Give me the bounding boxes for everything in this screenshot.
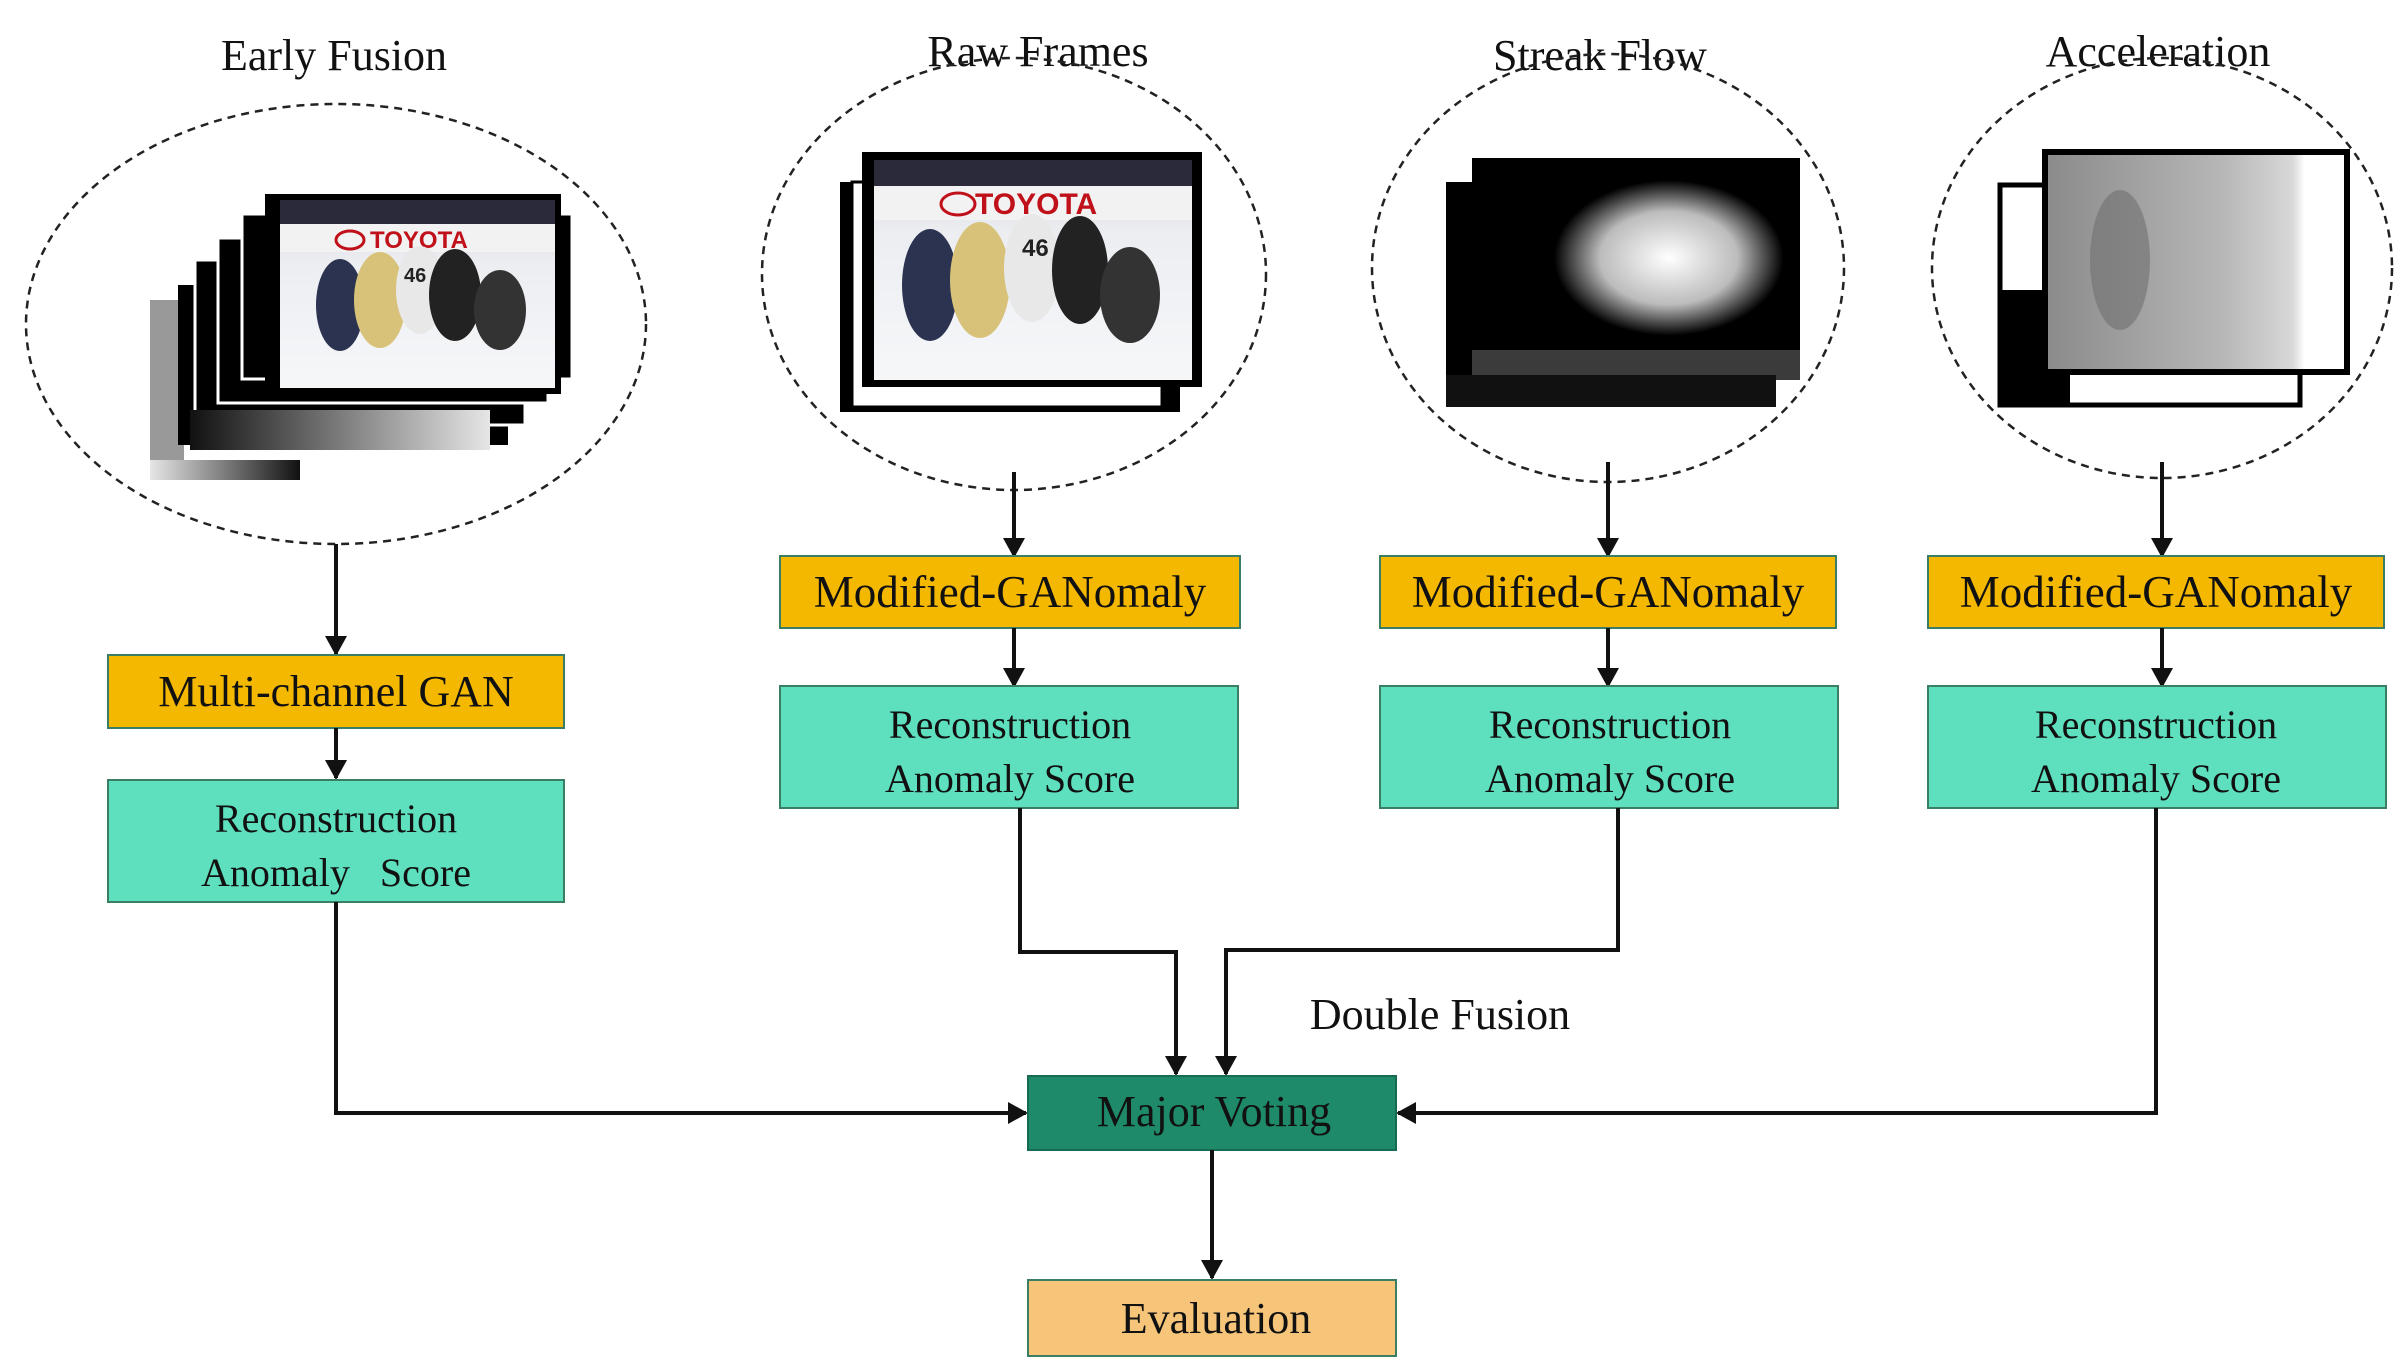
- early-fusion-model-label: Multi-channel GAN: [158, 667, 514, 716]
- streak-flow-frame-stack: [1446, 158, 1800, 407]
- streak-flow-title: Streak Flow: [1493, 31, 1707, 80]
- streak-flow-model-box: Modified-GANomaly: [1379, 555, 1837, 629]
- raw-frames-jersey-number: 46: [1022, 235, 1049, 262]
- double-fusion-label: Double Fusion: [1310, 990, 1570, 1039]
- acceleration-frame-stack: [1997, 149, 2350, 408]
- early-fusion-score-box: Reconstruction Anomaly Score: [107, 779, 565, 903]
- major-voting-label: Major Voting: [1097, 1087, 1331, 1136]
- connector-streak-flow-to-voting: [1215, 808, 1620, 1076]
- raw-frames-score-line2: Anomaly Score: [885, 756, 1135, 801]
- raw-frames-score-line1: Reconstruction: [889, 702, 1131, 747]
- acceleration-score-box: Reconstruction Anomaly Score: [1927, 685, 2387, 809]
- major-voting-box: Major Voting: [1027, 1075, 1397, 1151]
- raw-frames-hockey-frame: TOYOTA 46: [874, 160, 1192, 380]
- evaluation-box: Evaluation: [1027, 1279, 1397, 1357]
- connector-raw-frames-to-voting: [1018, 808, 1187, 1076]
- streak-flow-score-line2: Anomaly Score: [1485, 756, 1735, 801]
- early-fusion-jersey-number: 46: [404, 265, 426, 287]
- early-fusion-input-ellipse: [24, 102, 648, 546]
- streak-flow-score-box: Reconstruction Anomaly Score: [1379, 685, 1839, 809]
- acceleration-score-line2: Anomaly Score: [2031, 756, 2281, 801]
- connector-acceleration-to-voting: [1396, 808, 2158, 1124]
- raw-frames-score-box: Reconstruction Anomaly Score: [779, 685, 1239, 809]
- acceleration-model-label: Modified-GANomaly: [1960, 567, 2353, 617]
- acceleration-score-line1: Reconstruction: [2035, 702, 2277, 747]
- raw-frames-title: Raw Frames: [927, 27, 1148, 76]
- acceleration-model-box: Modified-GANomaly: [1927, 555, 2385, 629]
- early-fusion-score-line1: Reconstruction: [215, 796, 457, 841]
- early-fusion-score-line2: Anomaly Score: [201, 850, 471, 895]
- early-fusion-title: Early Fusion: [221, 31, 447, 80]
- early-fusion-model-box: Multi-channel GAN: [107, 654, 565, 729]
- early-fusion-hockey-frame: TOYOTA 46: [280, 200, 555, 388]
- connector-early-fusion-to-voting: [334, 902, 1028, 1124]
- acceleration-input-ellipse: [1930, 56, 2394, 480]
- evaluation-label: Evaluation: [1121, 1294, 1312, 1343]
- raw-frames-model-box: Modified-GANomaly: [779, 555, 1241, 629]
- streak-flow-score-line1: Reconstruction: [1489, 702, 1731, 747]
- raw-frames-model-label: Modified-GANomaly: [814, 567, 1207, 617]
- streak-flow-model-label: Modified-GANomaly: [1412, 567, 1805, 617]
